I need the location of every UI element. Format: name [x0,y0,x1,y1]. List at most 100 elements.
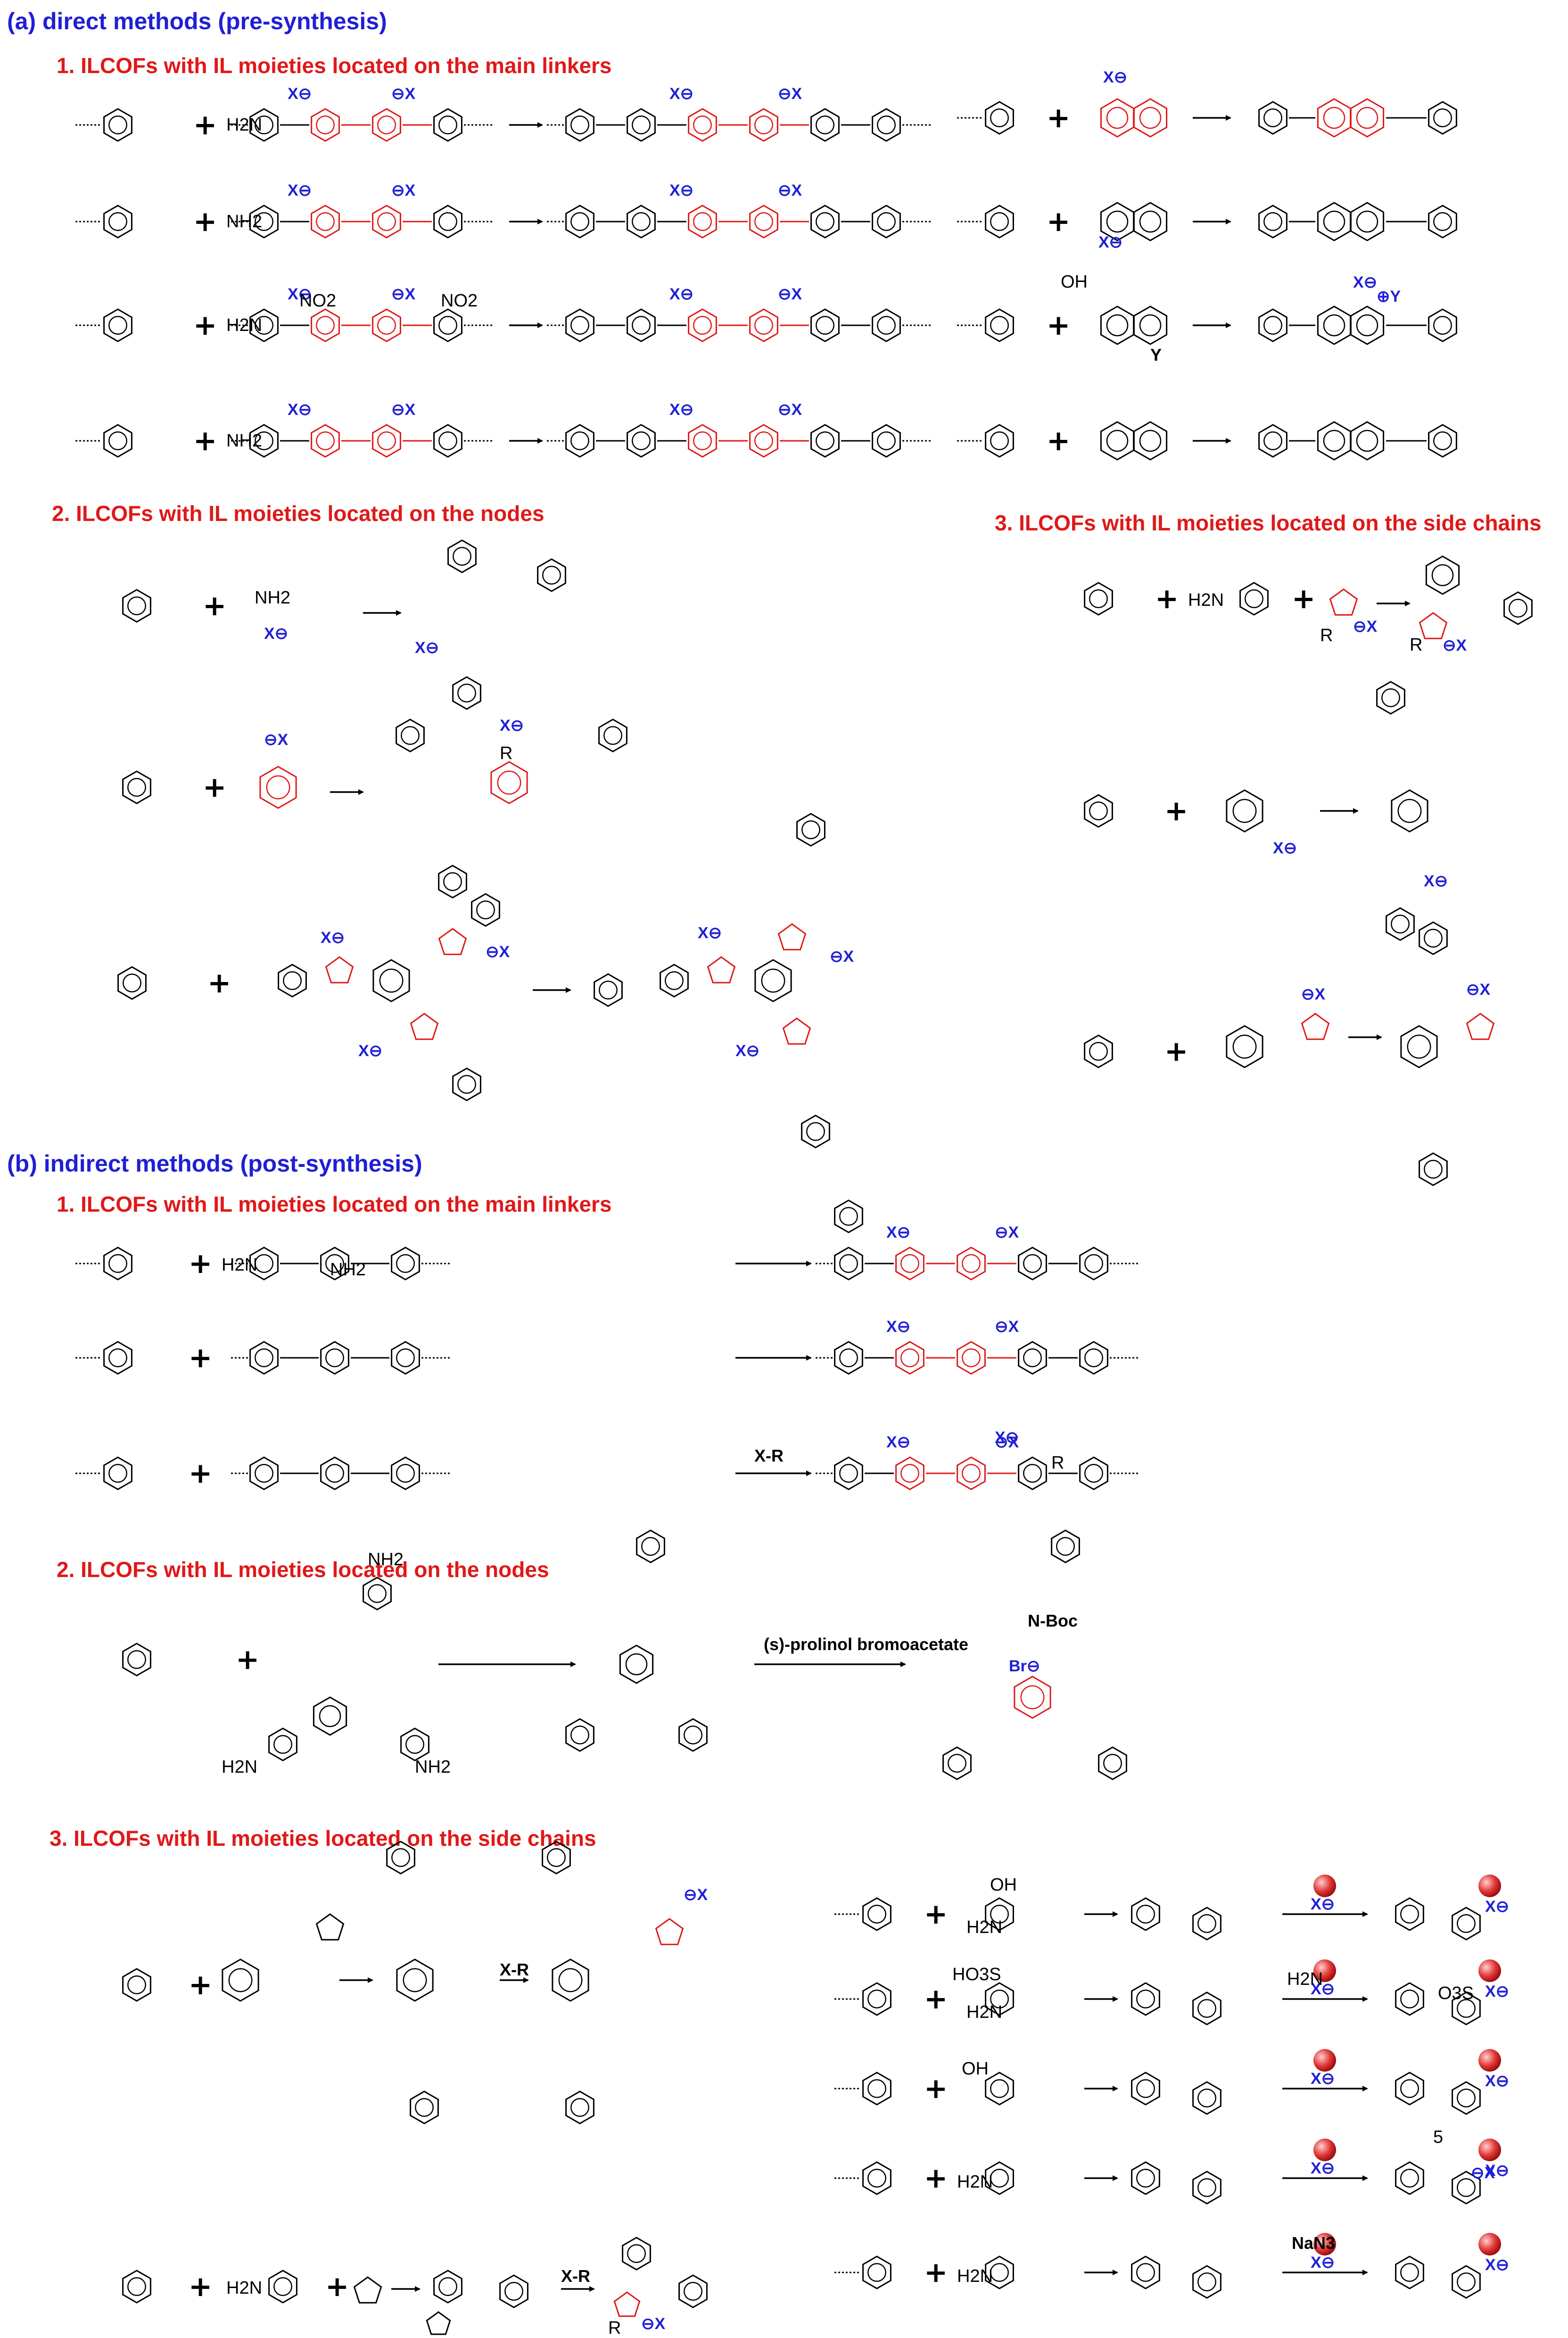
benzene-ring [1376,681,1405,715]
aromatic-circle [377,212,396,231]
plus-sign: + [189,1341,212,1374]
aromatic-circle [877,316,896,335]
benzene-ring [660,964,689,998]
section-a-title: (a) direct methods (pre-synthesis) [7,8,387,34]
benzene-ring [1350,202,1385,241]
aromatic-circle [1356,314,1378,337]
aromatic-circle [693,431,712,450]
aromatic-circle [497,770,521,795]
label: X⊖ [669,401,693,419]
benzene-ring [103,1456,132,1490]
benzene-ring [103,108,132,142]
label: X⊖ [321,929,345,947]
aromatic-circle [816,212,834,231]
benzene-ring [320,1341,349,1375]
aromatic-circle [316,116,335,134]
benzene-ring [796,813,825,847]
label: X⊖ [1311,1895,1335,1913]
aromatic-circle [127,1650,146,1669]
label: Y [1150,345,1162,364]
aromatic-circle [453,547,471,566]
aromatic-circle [693,116,712,134]
aromatic-circle [900,1254,919,1273]
aromatic-circle [990,2263,1009,2282]
benzene-ring [1258,101,1287,135]
benzene-ring [627,308,656,342]
benzene-ring [122,1643,151,1677]
aromatic-circle [1139,210,1162,233]
plus-sign: + [203,771,226,804]
label: X⊖ [1485,2256,1509,2274]
aromatic-circle [255,1348,273,1367]
plus-sign: + [1047,309,1070,342]
benzene-ring [1425,555,1460,595]
aromatic-circle [641,1537,660,1556]
benzene-ring [1226,1025,1263,1068]
chemical-structures [75,98,1533,2335]
benzene-ring [957,1341,986,1375]
aromatic-circle [391,1848,410,1867]
label: HO3S [952,1965,1001,1984]
aromatic-circle [867,1905,886,1924]
aromatic-circle [1407,1034,1431,1059]
benzene-ring [1239,582,1269,616]
imidazolium-ring [655,1918,684,1945]
benzene-ring [985,2255,1014,2289]
benzene-ring [942,1746,972,1780]
aromatic-circle [1431,564,1454,587]
aromatic-circle [990,2079,1009,2098]
aromatic-circle [1433,431,1452,450]
imidazolium-ring [707,956,736,983]
aromatic-circle [1197,2178,1216,2197]
benzene-ring [1084,1034,1113,1068]
benzene-ring [565,424,594,458]
benzene-ring [1192,2171,1221,2205]
benzene-ring [396,719,425,752]
label: ⊖X [641,2315,665,2333]
aromatic-circle [1323,314,1345,337]
aromatic-circle [443,872,462,891]
benzene-ring [433,424,462,458]
label: X⊖ [886,1223,910,1241]
aromatic-circle [1232,799,1257,823]
aromatic-circle [438,116,457,134]
benzene-ring [834,1247,863,1281]
aromatic-circle [1020,1685,1045,1710]
plus-sign: + [203,589,226,622]
cation-sphere [1313,2139,1336,2161]
aromatic-circle [1263,108,1282,127]
benzene-ring [372,308,401,342]
label: X⊖ [886,1318,910,1336]
aromatic-circle [1056,1537,1075,1556]
aromatic-circle [108,1348,127,1367]
aromatic-circle [990,1905,1009,1924]
benzene-ring [372,108,401,142]
plus-sign: + [236,1643,259,1676]
aromatic-circle [1391,915,1410,934]
aromatic-circle [754,316,773,335]
imidazolium-ring [438,928,467,955]
aromatic-circle [1139,314,1162,337]
aromatic-circle [396,1348,415,1367]
aromatic-circle [816,431,834,450]
label: OH [962,2059,989,2079]
label: NH2 [368,1550,404,1570]
aromatic-circle [806,1122,825,1141]
aromatic-circle [761,968,785,993]
benzene-ring [619,1644,654,1684]
plus-sign: + [189,1457,212,1490]
aromatic-circle [990,431,1009,450]
aromatic-circle [127,1975,146,1994]
aromatic-circle [1106,314,1129,337]
benzene-ring [1395,1982,1424,2016]
label: X⊖ [669,85,693,103]
aromatic-circle [1197,1914,1216,1933]
benzene-ring [452,676,481,710]
benzene-ring [1400,1025,1438,1068]
benzene-ring [688,424,717,458]
plus-sign: + [1164,794,1188,827]
benzene-ring [957,1247,986,1281]
benzene-ring [985,308,1014,342]
benzene-ring [103,424,132,458]
benzene-ring [678,2274,708,2308]
